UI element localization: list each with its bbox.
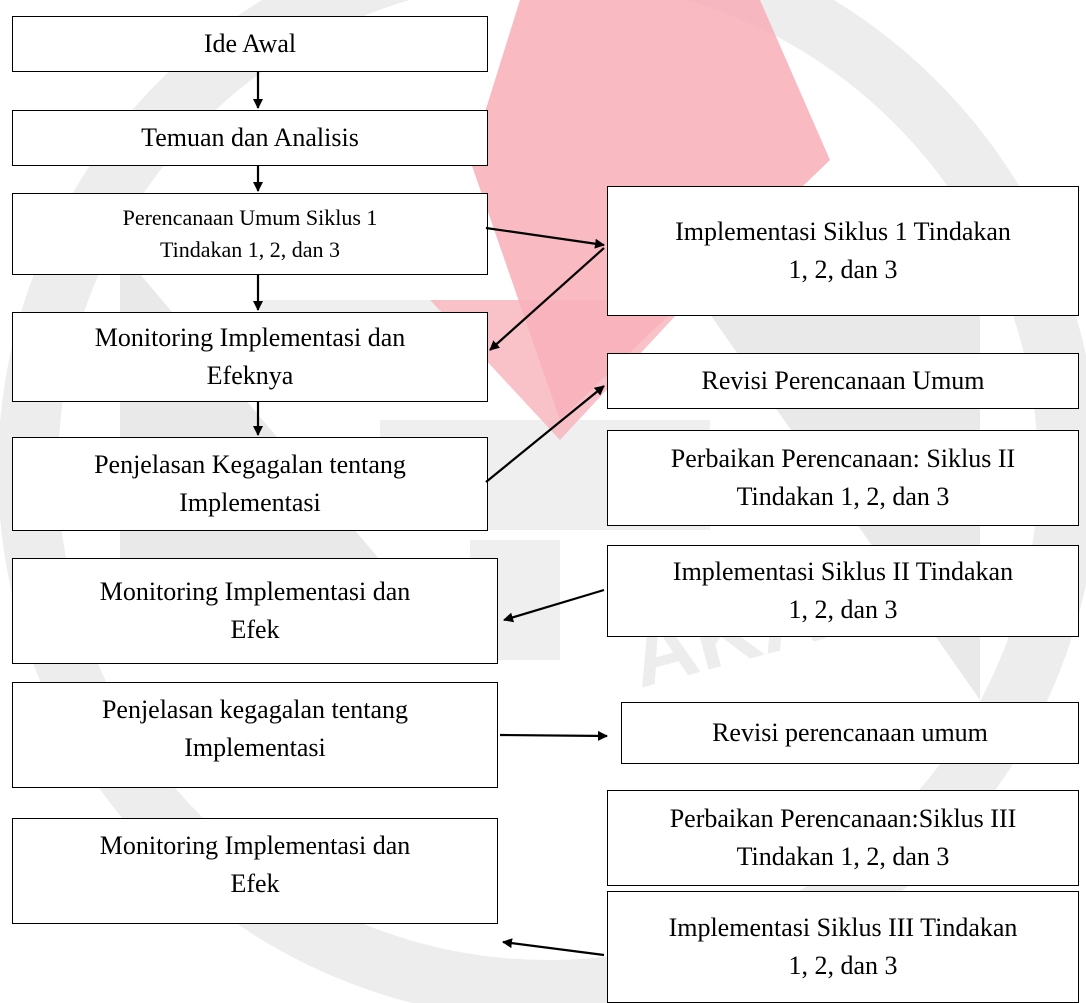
perbaikan-3-label: Perbaikan Perencanaan:Siklus III Tindaka… [669,804,1017,871]
revisi-2-box: Revisi perencanaan umum [621,702,1079,764]
revisi-1-box: Revisi Perencanaan Umum [607,353,1079,409]
implementasi-3-label: Implementasi Siklus III Tindakan 1, 2, d… [668,913,1018,980]
perencanaan-umum-box: Perencanaan Umum Siklus 1 Tindakan 1, 2,… [12,193,488,275]
penjelasan-2-label: Penjelasan kegagalan tentang Implementas… [101,695,409,762]
monitoring-3-label: Monitoring Implementasi dan Efek [99,831,411,898]
monitoring-1-label: Monitoring Implementasi dan Efeknya [94,323,406,390]
monitoring-3-box: Monitoring Implementasi dan Efek [12,818,498,924]
penjelasan-1-box: Penjelasan Kegagalan tentang Implementas… [12,437,488,531]
implementasi-2-box: Implementasi Siklus II Tindakan 1, 2, da… [607,545,1079,637]
temuan-box: Temuan dan Analisis [12,110,488,166]
revisi-2-label: Revisi perencanaan umum [712,718,988,748]
ide-awal-box: Ide Awal [12,16,488,72]
perbaikan-2-label: Perbaikan Perencanaan: Siklus II Tindaka… [670,444,1016,511]
implementasi-3-box: Implementasi Siklus III Tindakan 1, 2, d… [607,891,1079,1003]
implementasi-1-label: Implementasi Siklus 1 Tindakan 1, 2, dan… [675,217,1011,284]
perencanaan-umum-label: Perencanaan Umum Siklus 1 Tindakan 1, 2,… [122,205,378,262]
perbaikan-2-box: Perbaikan Perencanaan: Siklus II Tindaka… [607,430,1079,526]
penjelasan-2-box: Penjelasan kegagalan tentang Implementas… [12,682,498,788]
implementasi-2-label: Implementasi Siklus II Tindakan 1, 2, da… [672,557,1014,624]
ide-awal-label: Ide Awal [203,29,297,59]
revisi-1-label: Revisi Perencanaan Umum [701,366,985,396]
penjelasan-1-label: Penjelasan Kegagalan tentang Implementas… [94,450,406,517]
implementasi-1-box: Implementasi Siklus 1 Tindakan 1, 2, dan… [607,186,1079,316]
monitoring-2-box: Monitoring Implementasi dan Efek [12,558,498,664]
monitoring-1-box: Monitoring Implementasi dan Efeknya [12,312,488,402]
temuan-label: Temuan dan Analisis [141,123,359,153]
monitoring-2-label: Monitoring Implementasi dan Efek [99,577,411,644]
perbaikan-3-box: Perbaikan Perencanaan:Siklus III Tindaka… [607,790,1079,886]
